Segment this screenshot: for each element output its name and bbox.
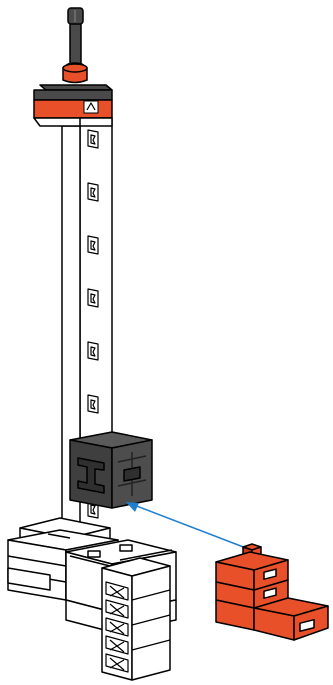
axle-pin (63, 8, 87, 83)
red-cap-block (34, 85, 112, 118)
assembly-arrow (126, 502, 246, 548)
red-stepped-block (216, 544, 328, 640)
grey-connector-block (70, 432, 152, 508)
white-lattice-strut (102, 558, 170, 680)
